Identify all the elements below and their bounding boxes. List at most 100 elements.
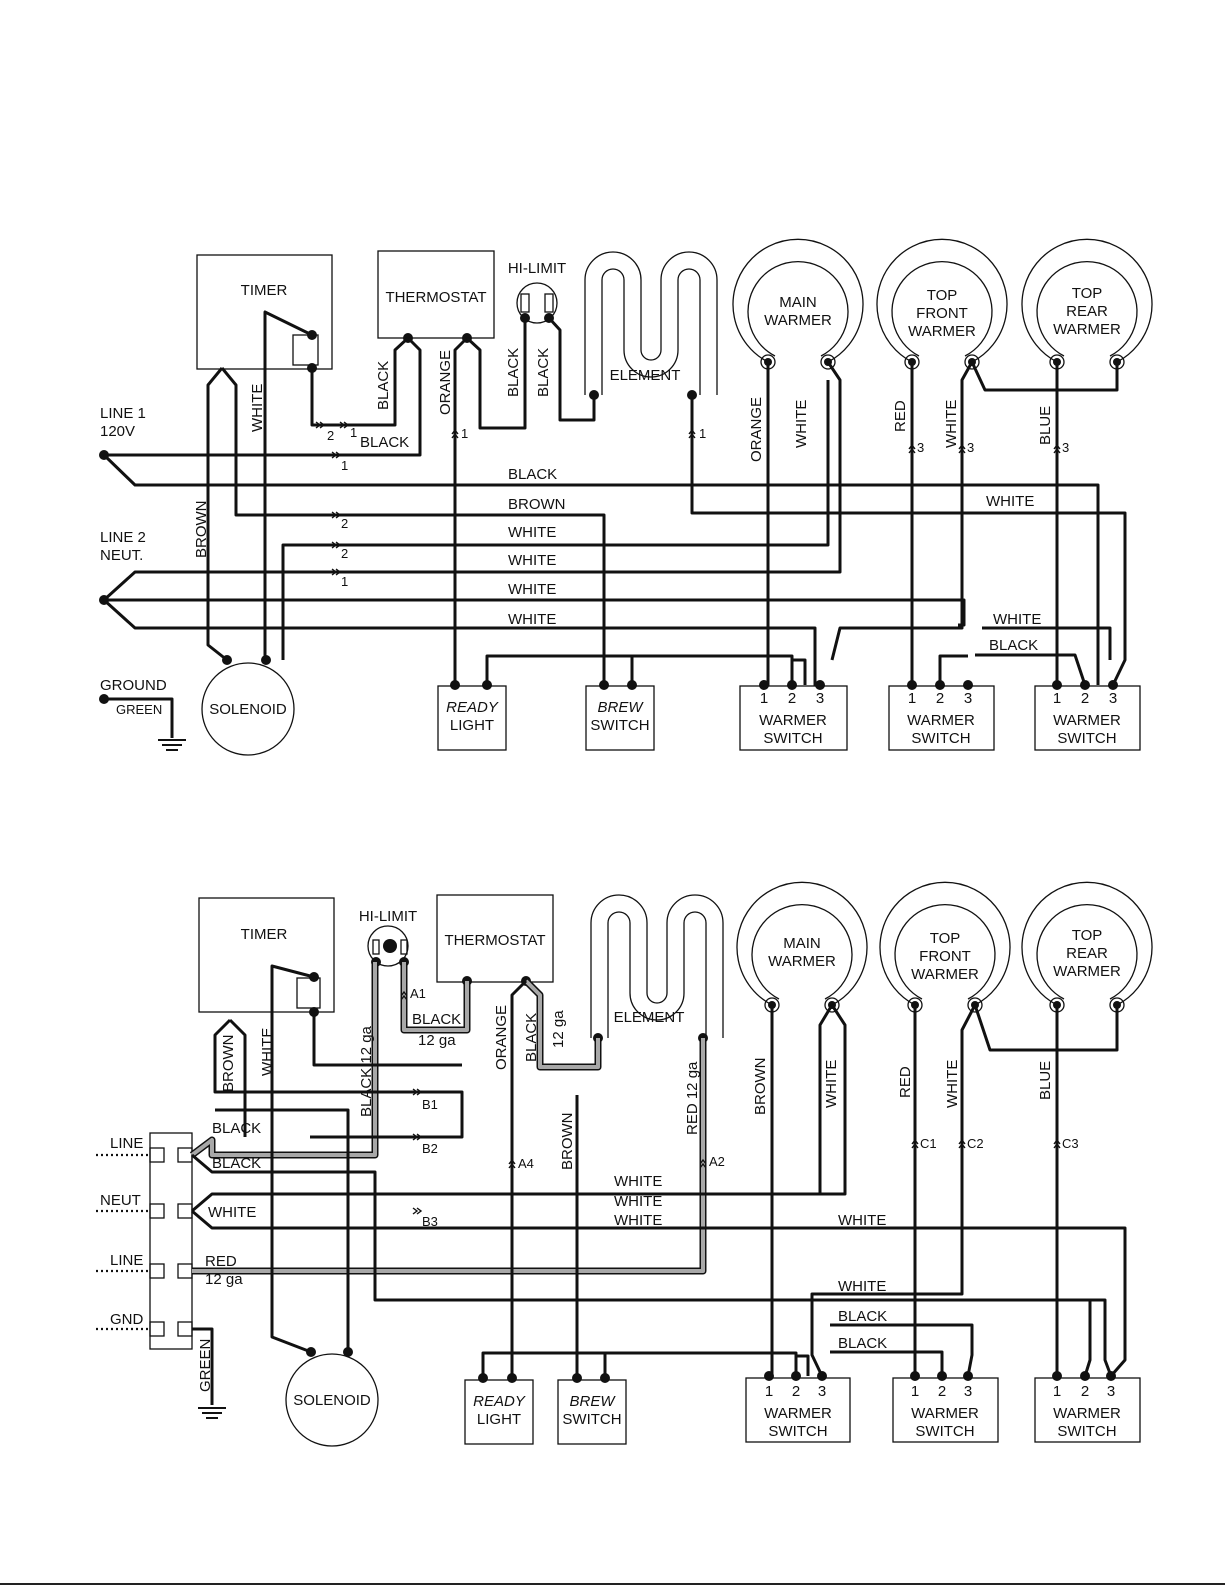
terminal-gnd: GND [110, 1311, 144, 1328]
top-front-warmer-2-line2: FRONT [919, 948, 971, 965]
terminal-block: LINE NEUT LINE GND [96, 1132, 193, 1350]
connector-c2: C2 [967, 1136, 984, 1151]
terminal-3: 3 [964, 690, 972, 707]
wire-label-black: BLACK [212, 1120, 261, 1137]
warmer-switch-label-1: WARMER [1053, 712, 1121, 729]
terminal-1: 1 [1053, 690, 1061, 707]
main-warmer-1-line2: WARMER [764, 312, 832, 329]
wire-label-orange-vertical: ORANGE [748, 397, 765, 462]
warmer-switch-label-1: WARMER [1053, 1405, 1121, 1422]
terminal-2: 2 [938, 1383, 946, 1400]
warmer-switch-label-2: SWITCH [1057, 1423, 1116, 1440]
wire-label-black: BLACK [838, 1308, 887, 1325]
terminal-2: 2 [936, 690, 944, 707]
element-2-label: ELEMENT [614, 1009, 685, 1026]
solenoid-2: SOLENOID [285, 1347, 379, 1447]
ground-label: GROUND [100, 677, 167, 694]
terminal-3: 3 [818, 1383, 826, 1400]
top-front-warmer-1-line1: TOP [927, 287, 958, 304]
wire-label-white: WHITE [614, 1173, 662, 1190]
brew-switch-1-line2: SWITCH [590, 717, 649, 734]
top-rear-warmer-1-line1: TOP [1072, 285, 1103, 302]
top-front-warmer-2-line3: WARMER [911, 966, 979, 983]
warmer-switch-2c: 1 2 3 WARMER SWITCH [1034, 1371, 1141, 1443]
connector-2: 2 [341, 546, 348, 561]
wire-label-white: WHITE [986, 493, 1034, 510]
top-front-warmer-1: TOP FRONT WARMER [876, 238, 1008, 370]
timer-1-label: TIMER [241, 282, 288, 299]
wire-label-white-vertical: WHITE [823, 1060, 840, 1108]
terminal-3: 3 [1109, 690, 1117, 707]
ready-light-1-line1: READY [446, 699, 499, 716]
warmer-switch-label-1: WARMER [907, 712, 975, 729]
solenoid-1-label: SOLENOID [209, 701, 287, 718]
warmer-switch-label-1: WARMER [759, 712, 827, 729]
line2-neut: NEUT. [100, 547, 143, 564]
wire-label-white: WHITE [614, 1193, 662, 1210]
connector-1: 1 [699, 426, 706, 441]
ready-light-2-line1: READY [473, 1393, 526, 1410]
hi-limit-1: HI-LIMIT [508, 260, 566, 324]
warmer-switch-label-2: SWITCH [915, 1423, 974, 1440]
wire-label-orange-vertical: ORANGE [493, 1005, 510, 1070]
wire-label-white-vertical: WHITE [793, 400, 810, 448]
terminal-2: 2 [788, 690, 796, 707]
terminal-neut: NEUT [100, 1192, 141, 1209]
wire-label-green-vertical: GREEN [197, 1339, 214, 1392]
hi-limit-1-label: HI-LIMIT [508, 260, 566, 277]
connector-3: 3 [967, 440, 974, 455]
wire-label-12ga-vertical: 12 ga [550, 1010, 567, 1048]
terminal-line-top: LINE [110, 1135, 143, 1152]
wire-label-black-vertical: BLACK [535, 348, 552, 397]
top-front-warmer-2: TOP FRONT WARMER [879, 881, 1011, 1013]
wire-label-black: BLACK [838, 1335, 887, 1352]
top-rear-warmer-1-line3: WARMER [1053, 321, 1121, 338]
ready-light-1: READY LIGHT [437, 680, 507, 751]
thermostat-2: THERMOSTAT [436, 894, 554, 986]
wire-label-white: WHITE [208, 1204, 256, 1221]
wire-label-brown-vertical: BROWN [752, 1058, 769, 1116]
wire-label-blue-vertical: BLUE [1037, 1061, 1054, 1100]
brew-switch-2-line2: SWITCH [562, 1411, 621, 1428]
connector-1: 1 [341, 574, 348, 589]
wire-label-12ga: 12 ga [205, 1271, 243, 1288]
top-rear-warmer-2-line1: TOP [1072, 927, 1103, 944]
terminal-1: 1 [908, 690, 916, 707]
connector-2: 2 [341, 516, 348, 531]
top-rear-warmer-2-line2: REAR [1066, 945, 1108, 962]
connector-markers-2: A1 B1 B2 B3 A4 A2 C1 C2 C3 [400, 986, 1079, 1229]
main-warmer-2-line1: MAIN [783, 935, 821, 952]
wire-labels-2: BLACK BLACK WHITE RED 12 ga BLACK 12 ga … [205, 1005, 1054, 1352]
wire-label-black: BLACK [508, 466, 557, 483]
connector-c3: C3 [1062, 1136, 1079, 1151]
wire-label-black-vertical: BLACK [375, 361, 392, 410]
wire-label-black-vertical: BLACK [523, 1013, 540, 1062]
wire-label-brown-vertical: BROWN [559, 1113, 576, 1171]
connector-b3: B3 [422, 1214, 438, 1229]
ready-light-1-line2: LIGHT [450, 717, 494, 734]
wire-label-red: RED [205, 1253, 237, 1270]
terminal-3: 3 [1107, 1383, 1115, 1400]
wire-label-black: BLACK [360, 434, 409, 451]
diagram-1: TIMER THERMOSTAT HI-LIMIT ELEMENT [99, 238, 1153, 756]
line1-label: LINE 1 [100, 405, 146, 422]
thermostat-1-label: THERMOSTAT [385, 289, 486, 306]
wire-label-white: WHITE [838, 1278, 886, 1295]
wire-label-white: WHITE [508, 611, 556, 628]
main-warmer-1-line1: MAIN [779, 294, 817, 311]
brew-switch-2-line1: BREW [570, 1393, 617, 1410]
wire-label-white: WHITE [614, 1212, 662, 1229]
ready-light-2-line2: LIGHT [477, 1411, 521, 1428]
terminal-2: 2 [1081, 1383, 1089, 1400]
wire-label-black-vertical: BLACK [505, 348, 522, 397]
connector-3: 3 [917, 440, 924, 455]
hi-limit-2-label: HI-LIMIT [359, 908, 417, 925]
warmer-switch-label-2: SWITCH [911, 730, 970, 747]
brew-switch-1-line1: BREW [598, 699, 645, 716]
ready-light-2: READY LIGHT [464, 1373, 534, 1445]
warmer-switch-2a: 1 2 3 WARMER SWITCH [745, 1371, 851, 1443]
hi-limit-2: HI-LIMIT [359, 908, 417, 967]
warmer-switch-1b: 1 2 3 WARMER SWITCH [888, 680, 995, 751]
connector-1: 1 [350, 425, 357, 440]
